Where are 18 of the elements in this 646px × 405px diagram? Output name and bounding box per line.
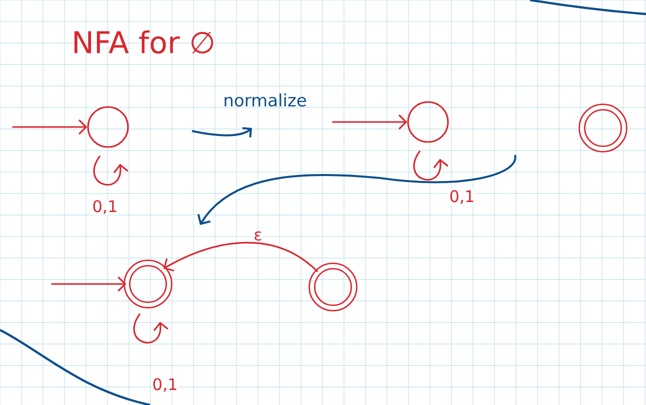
edge-label: ε [252,230,264,242]
start-arrow [332,114,408,130]
accepting-state [578,104,628,152]
accepting-state [308,262,358,312]
edge-label: 0,1 [448,189,476,205]
start-arrow [12,119,88,135]
title: NFA for ∅ [74,30,214,54]
transition-arrow [163,242,318,272]
transformation-label: normalize [224,93,306,107]
accepting-state [124,260,172,308]
self-loop [413,150,448,180]
start-arrow [51,276,126,292]
edge-label: 0,1 [151,377,179,393]
state-circle [87,106,129,148]
self-loop [93,155,128,186]
edge-label: 0,1 [91,199,119,215]
state-circle [407,101,449,143]
self-loop [133,313,168,344]
